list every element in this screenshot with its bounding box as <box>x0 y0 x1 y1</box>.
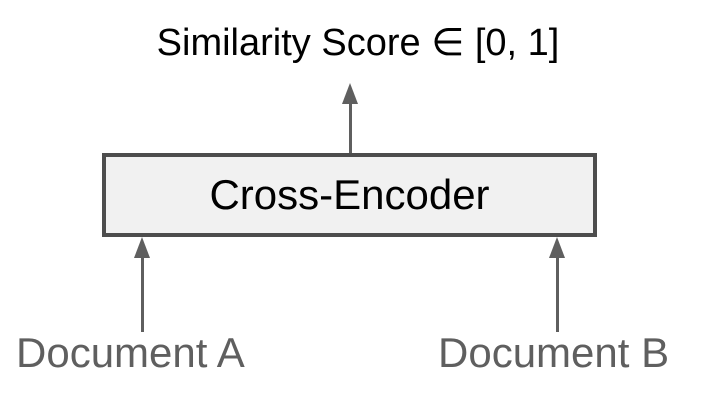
document-b-label: Document B <box>438 329 670 376</box>
arrow-line <box>556 257 559 332</box>
arrow-line <box>349 103 352 153</box>
arrow-line <box>141 257 144 332</box>
cross-encoder-box: Cross-Encoder <box>102 153 597 237</box>
cross-encoder-label: Cross-Encoder <box>209 171 490 218</box>
arrow-up-head-icon <box>342 83 358 104</box>
document-a-label: Document A <box>16 329 245 376</box>
similarity-score-title: Similarity Score ∈ [0, 1] <box>156 22 560 64</box>
arrow-up-head-icon <box>134 237 150 258</box>
arrow-up-head-icon <box>549 237 565 258</box>
